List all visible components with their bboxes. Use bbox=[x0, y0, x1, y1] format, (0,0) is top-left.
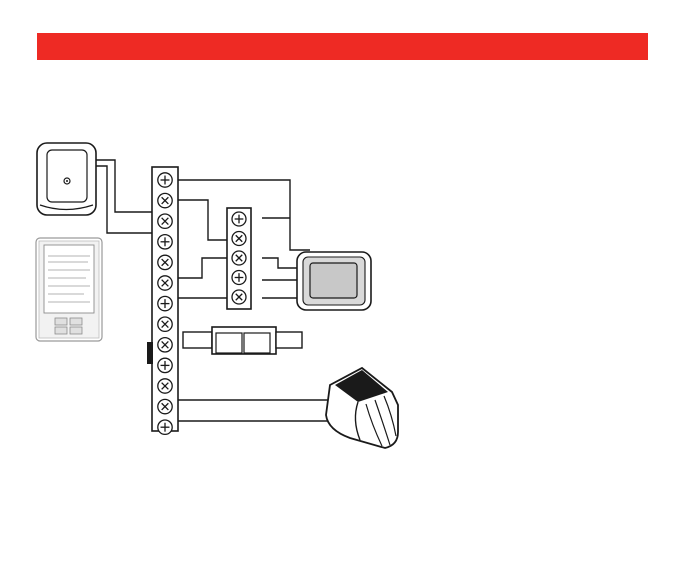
relay-module-device bbox=[183, 327, 302, 354]
screw-terminal-icon bbox=[158, 255, 172, 269]
screw-terminal-icon bbox=[232, 271, 246, 285]
screw-terminal-icon bbox=[158, 296, 172, 310]
screw-terminal-icon bbox=[158, 276, 172, 290]
screw-terminal-icon bbox=[158, 193, 172, 207]
screw-terminal-icon bbox=[158, 235, 172, 249]
screw-terminal-icon bbox=[158, 173, 172, 187]
panel-button bbox=[55, 327, 67, 334]
screw-terminal-icon bbox=[232, 290, 246, 304]
screw-terminal-icon bbox=[158, 379, 172, 393]
screw-terminal-icon bbox=[158, 358, 172, 372]
screw-terminal-icon bbox=[232, 212, 246, 226]
wall-sensor-device bbox=[37, 143, 96, 215]
screw-terminal-icon bbox=[158, 420, 172, 434]
panel-button bbox=[55, 318, 67, 325]
block-clip bbox=[147, 342, 153, 364]
screw-terminal-icon bbox=[158, 399, 172, 413]
screw-terminal-icon bbox=[232, 251, 246, 265]
panel-button bbox=[70, 318, 82, 325]
control-panel-device bbox=[36, 238, 102, 341]
thermostat-device bbox=[297, 252, 371, 310]
screw-terminal-icon bbox=[158, 338, 172, 352]
damper-motor-device bbox=[326, 368, 398, 448]
screw-terminal-icon bbox=[158, 317, 172, 331]
screw-terminal-icon bbox=[232, 232, 246, 246]
screw-terminal-icon bbox=[158, 214, 172, 228]
panel-button bbox=[70, 327, 82, 334]
thermostat-screen bbox=[310, 263, 357, 298]
